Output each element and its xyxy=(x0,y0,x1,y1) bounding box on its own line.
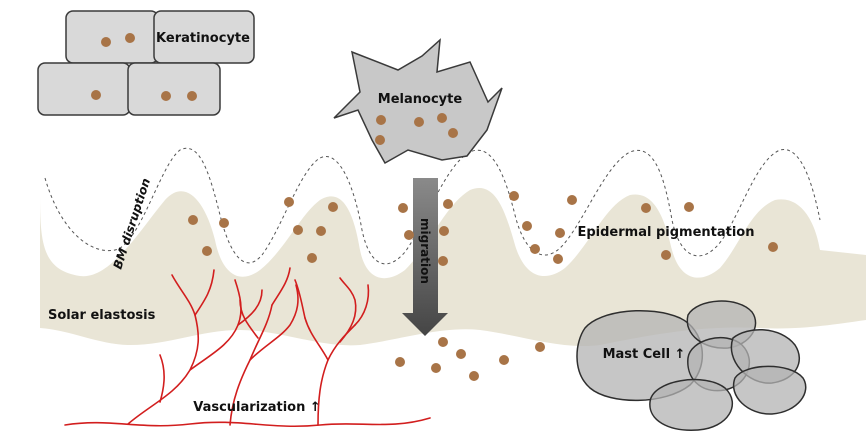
solar-elastosis-label: Solar elastosis xyxy=(48,308,156,323)
migration-label: migration xyxy=(418,218,432,284)
keratinocyte-cluster xyxy=(37,10,255,116)
mast-cell-lower-right xyxy=(732,365,807,415)
keratinocyte-label: Keratinocyte xyxy=(156,31,250,46)
melanocyte-label: Melanocyte xyxy=(378,92,463,107)
mast-cell-bottom xyxy=(649,378,734,431)
keratinocyte-cell-3 xyxy=(37,62,131,116)
vascularization-label: Vascularization ↑ xyxy=(193,400,321,415)
melanocyte-melanin xyxy=(375,113,458,145)
melanocyte-cell xyxy=(333,38,503,165)
migration-arrow xyxy=(402,178,448,336)
epidermal-melanin-granules xyxy=(188,191,778,266)
blood-vessel-network xyxy=(64,267,431,428)
dermal-melanin-granules xyxy=(395,337,545,381)
keratinocyte-cell-4 xyxy=(127,62,221,116)
mast-cell-label: Mast Cell ↑ xyxy=(603,347,686,362)
main-vessel xyxy=(64,417,431,428)
keratinocyte-cell-1 xyxy=(65,10,159,64)
dermis-band xyxy=(40,185,866,347)
mast-cell-cluster xyxy=(576,300,807,431)
epidermal-pigmentation-label: Epidermal pigmentation xyxy=(577,225,754,240)
